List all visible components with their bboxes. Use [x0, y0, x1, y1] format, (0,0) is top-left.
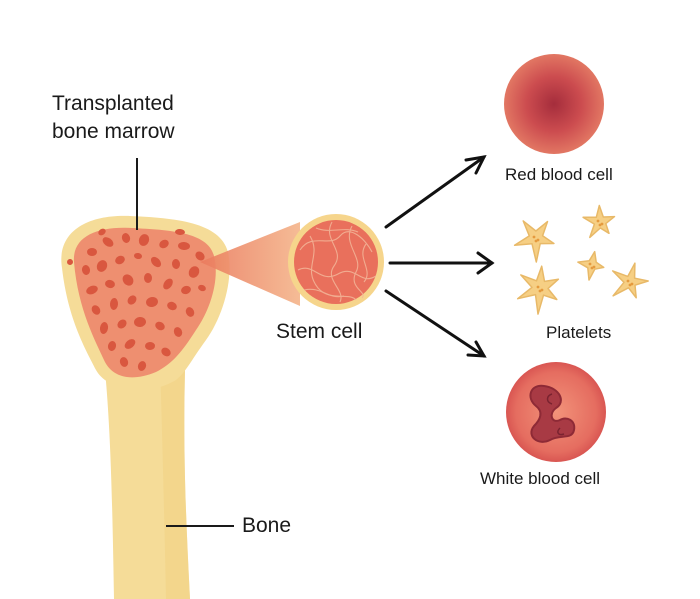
platelet — [611, 262, 649, 299]
stem-cell-label: Stem cell — [276, 320, 363, 343]
marrow-spot — [173, 327, 183, 337]
marrow-spot — [117, 319, 127, 329]
marrow-spot — [163, 278, 173, 290]
arrow-to-platelets — [388, 251, 495, 275]
platelets-group — [513, 204, 649, 315]
white-blood-cell — [506, 362, 606, 462]
marrow-spot — [122, 274, 134, 286]
marrow-spot — [107, 341, 117, 351]
marrow-spot — [99, 322, 109, 334]
marrow-spot — [98, 228, 106, 236]
arrow-to-red-blood-cell — [384, 155, 487, 229]
marrow-spot — [161, 347, 171, 357]
bone-label: Bone — [242, 514, 292, 537]
red-blood-cell-label: Red blood cell — [505, 165, 613, 184]
marrow-spot — [86, 285, 98, 295]
red-blood-cell — [504, 54, 604, 154]
marrow-spot — [81, 265, 91, 275]
marrow-spot — [134, 252, 142, 260]
bone-shaft-highlight — [160, 340, 190, 599]
platelet — [513, 220, 555, 263]
marrow-spot — [145, 341, 155, 351]
marrow-spot — [96, 260, 108, 272]
platelet — [516, 265, 560, 315]
stem-cell — [288, 214, 384, 310]
marrow-label-line2: bone marrow — [52, 120, 175, 143]
marrow-spots — [67, 228, 206, 371]
arrow-to-white-blood-cell — [384, 289, 487, 358]
white-blood-cell-label: White blood cell — [480, 469, 601, 488]
marrow-spot — [105, 279, 115, 289]
marrow-tissue — [73, 227, 216, 378]
marrow-spot — [67, 259, 74, 265]
marrow-label-line1: Transplanted — [52, 92, 174, 115]
marrow-spot — [150, 256, 162, 268]
marrow-spot — [87, 248, 97, 256]
white-blood-cell-nucleus — [529, 384, 576, 443]
platelets-label: Platelets — [546, 323, 612, 342]
marrow-spot — [115, 255, 125, 265]
marrow-spot — [127, 295, 137, 305]
marrow-spot — [195, 251, 205, 261]
marrow-spot — [138, 234, 150, 246]
marrow-spot — [121, 233, 131, 243]
marrow-spot — [171, 259, 181, 269]
marrow-spot — [167, 301, 177, 311]
platelet — [582, 204, 616, 239]
marrow-spot — [198, 284, 206, 292]
marrow-spot — [178, 241, 190, 251]
marrow-spot — [134, 316, 146, 328]
marrow-spot — [146, 296, 158, 308]
marrow-spot — [185, 307, 195, 317]
marrow-spot — [155, 321, 165, 331]
marrow-spot — [137, 361, 147, 371]
marrow-spot — [175, 228, 185, 236]
marrow-spot — [91, 305, 101, 315]
marrow-spot — [124, 339, 136, 349]
marrow-spot — [143, 273, 153, 283]
marrow-spot — [102, 237, 114, 247]
arrows — [384, 155, 495, 358]
marrow-spot — [159, 239, 169, 249]
marrow-spot — [109, 298, 119, 310]
zoom-beam — [200, 222, 300, 306]
marrow-label: Transplanted bone marrow — [52, 90, 175, 146]
marrow-spot — [188, 266, 200, 278]
marrow-spot — [119, 357, 129, 367]
stem-cell-texture — [297, 221, 377, 303]
platelet — [577, 250, 605, 281]
bone-marrow — [67, 227, 216, 378]
marrow-spot — [181, 285, 191, 295]
